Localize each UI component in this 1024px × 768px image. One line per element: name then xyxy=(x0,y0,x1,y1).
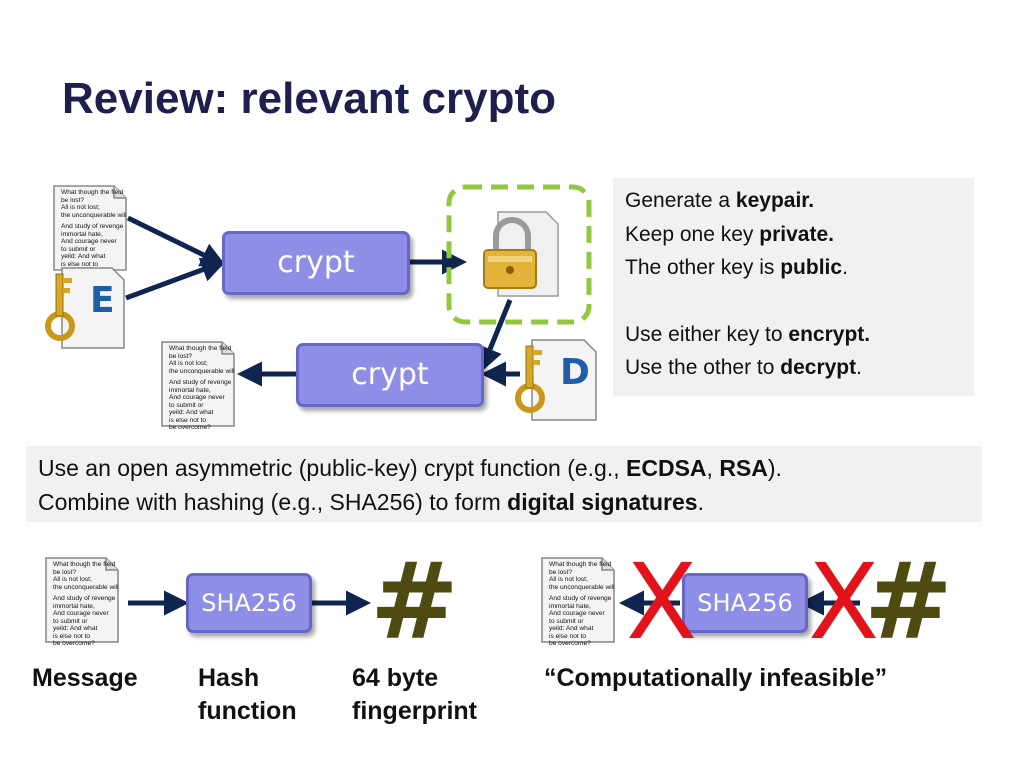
arrow-doc-to-crypt xyxy=(126,215,227,267)
document-text-line: be lost? xyxy=(61,196,85,204)
document-text-line: And study of revenge xyxy=(61,223,124,230)
hash-icon: # xyxy=(370,538,459,663)
document-text-line: is else not to xyxy=(549,632,587,640)
info-line: Keep one key private. xyxy=(625,222,834,246)
document-text-line: be overcome? xyxy=(549,640,591,647)
document-text-line: immortal hate, xyxy=(53,602,95,610)
document-text-line: What though the field xyxy=(53,561,116,568)
document-text-line: What though the field xyxy=(61,189,124,196)
document-text-line: be lost? xyxy=(169,352,193,360)
document-text-line: the unconquerable will xyxy=(61,211,127,219)
document-text-line: And courage never xyxy=(61,238,117,245)
document-text-line: is else not to xyxy=(53,632,91,640)
document-text-line: to submit or xyxy=(53,617,88,625)
document-text-line: yeild: And what xyxy=(169,409,214,416)
arrow-lock-to-crypt xyxy=(478,299,513,373)
caption-infeasible: “Computationally infeasible” xyxy=(544,664,888,692)
document-text-line: And study of revenge xyxy=(549,595,612,602)
summary-line: Use an open asymmetric (public-key) cryp… xyxy=(38,455,782,481)
document-text-line: yeild: And what xyxy=(61,253,106,260)
document-text-line: to submit or xyxy=(61,245,96,253)
info-line: The other key is public. xyxy=(625,256,848,279)
document-text-line: be lost? xyxy=(549,568,573,576)
document-text-line: immortal hate, xyxy=(169,386,211,394)
keypair-info-box: Generate a keypair. Keep one key private… xyxy=(613,178,974,396)
document-text-line: to submit or xyxy=(549,617,584,625)
sha256-box: SHA256 xyxy=(186,573,312,633)
document-text-line: All is not lost; xyxy=(61,204,100,211)
document-text-line: be overcome? xyxy=(53,640,95,647)
document-text-line: be overcome? xyxy=(169,424,211,431)
summary-line: Combine with hashing (e.g., SHA256) to f… xyxy=(38,489,704,515)
info-line: Use either key to encrypt. xyxy=(625,322,871,346)
document-text-line: immortal hate, xyxy=(549,602,591,610)
document-text-line: yeild: And what xyxy=(549,625,594,632)
key-e-label: E xyxy=(90,280,115,321)
document-text-line: the unconquerable will xyxy=(549,583,615,591)
cross-icon: X xyxy=(808,541,880,663)
cross-icon: X xyxy=(626,541,698,663)
public-key-dashed-box xyxy=(446,184,592,325)
hash-icon: # xyxy=(864,538,953,663)
crypt-box-decrypt: crypt xyxy=(296,343,484,407)
document-text-line: And courage never xyxy=(169,394,225,401)
summary-box: Use an open asymmetric (public-key) cryp… xyxy=(26,446,982,522)
document-text-line: All is not lost; xyxy=(169,360,208,367)
crypt-box-encrypt: crypt xyxy=(222,231,410,295)
document-text-line: the unconquerable will xyxy=(53,583,119,591)
document-text-line: And study of revenge xyxy=(169,379,232,386)
key-icon: D xyxy=(514,338,598,422)
document-text-line: And courage never xyxy=(53,610,109,617)
document-text-line: be lost? xyxy=(53,568,77,576)
document-text-line: All is not lost; xyxy=(53,576,92,583)
document-text-line: the unconquerable will xyxy=(169,367,235,375)
key-icon: E xyxy=(44,266,126,350)
info-line: Use the other to decrypt. xyxy=(625,356,862,379)
caption-message: Message xyxy=(32,664,138,692)
document-text-line: yeild: And what xyxy=(53,625,98,632)
arrow-key-to-crypt xyxy=(125,257,227,301)
document-text-line: What though the field xyxy=(549,561,612,568)
document-text-line: And study of revenge xyxy=(53,595,116,602)
document-text-line: immortal hate, xyxy=(61,230,103,238)
document-text-line: is else not to xyxy=(61,260,99,268)
padlock-icon xyxy=(480,210,560,298)
document-text-line: is else not to xyxy=(169,416,207,424)
slide-title: Review: relevant crypto xyxy=(62,74,556,123)
document-text-line: What though the field xyxy=(169,345,232,352)
key-d-label: D xyxy=(560,352,590,393)
info-line: Generate a keypair. xyxy=(625,189,815,212)
document-text-line: to submit or xyxy=(169,401,204,409)
sha256-box-reverse: SHA256 xyxy=(682,573,808,633)
document-text-line: All is not lost; xyxy=(549,576,588,583)
document-text-line: And courage never xyxy=(549,610,605,617)
